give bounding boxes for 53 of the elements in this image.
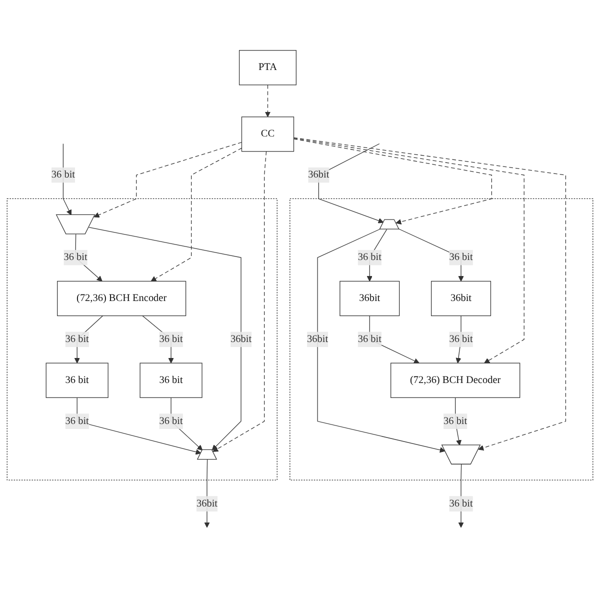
- arrow: [366, 229, 388, 282]
- edge-label: 36 bit: [358, 334, 382, 345]
- cluster: [290, 198, 594, 480]
- edge-label: 36bit: [308, 169, 330, 180]
- node-box: (72,36) BCH Encoder: [57, 280, 186, 316]
- arrow: [456, 315, 462, 364]
- arrow: [369, 315, 420, 364]
- cluster: [6, 198, 278, 480]
- arrow: [212, 151, 267, 452]
- arrow: [317, 228, 446, 453]
- arrow: [76, 397, 202, 455]
- node-box: 36bit: [340, 280, 400, 316]
- edge-label: 36bit: [230, 334, 252, 345]
- arrow: [458, 464, 464, 528]
- edge-label: 36 bit: [65, 334, 89, 345]
- arrow: [170, 397, 203, 451]
- arrow: [94, 142, 242, 218]
- arrow: [293, 138, 492, 225]
- node-box: PTA: [238, 50, 296, 86]
- node-trapezoid: [379, 219, 400, 230]
- arrow: [293, 137, 566, 451]
- edge-label: 36 bit: [449, 252, 473, 263]
- arrow: [398, 228, 464, 282]
- node-box: CC: [241, 116, 294, 152]
- arrow: [74, 315, 104, 364]
- node-trapezoid: [441, 444, 481, 464]
- node-box: 36 bit: [140, 362, 202, 398]
- edge-label: 36bit: [196, 498, 218, 509]
- arrow: [293, 138, 524, 364]
- arrow: [88, 226, 242, 450]
- edge-label: 36bit: [307, 334, 328, 345]
- arrow: [75, 234, 102, 282]
- node-trapezoid: [56, 214, 96, 234]
- node-trapezoid: [196, 449, 218, 460]
- arrow: [318, 143, 384, 224]
- arrow: [150, 148, 242, 282]
- edge-label: 36 bit: [159, 416, 183, 426]
- arrow: [264, 84, 271, 118]
- node-box: (72,36) BCH Decoder: [390, 362, 520, 398]
- edge-label: 36 bit: [444, 416, 468, 426]
- arrow: [62, 143, 72, 216]
- node-box: 36 bit: [46, 362, 108, 398]
- edge-label: 36 bit: [64, 252, 88, 263]
- arrow: [204, 459, 210, 528]
- node-box: 36bit: [431, 280, 492, 316]
- edge-label: 36 bit: [358, 252, 382, 263]
- edge-label: 36 bit: [51, 169, 76, 180]
- edge-label: 36 bit: [449, 498, 473, 509]
- edge-label: 36 bit: [449, 334, 473, 345]
- edge-label: 36 bit: [159, 334, 183, 345]
- arrow: [142, 315, 174, 364]
- arrow: [455, 397, 462, 446]
- edge-label: 36 bit: [65, 416, 89, 426]
